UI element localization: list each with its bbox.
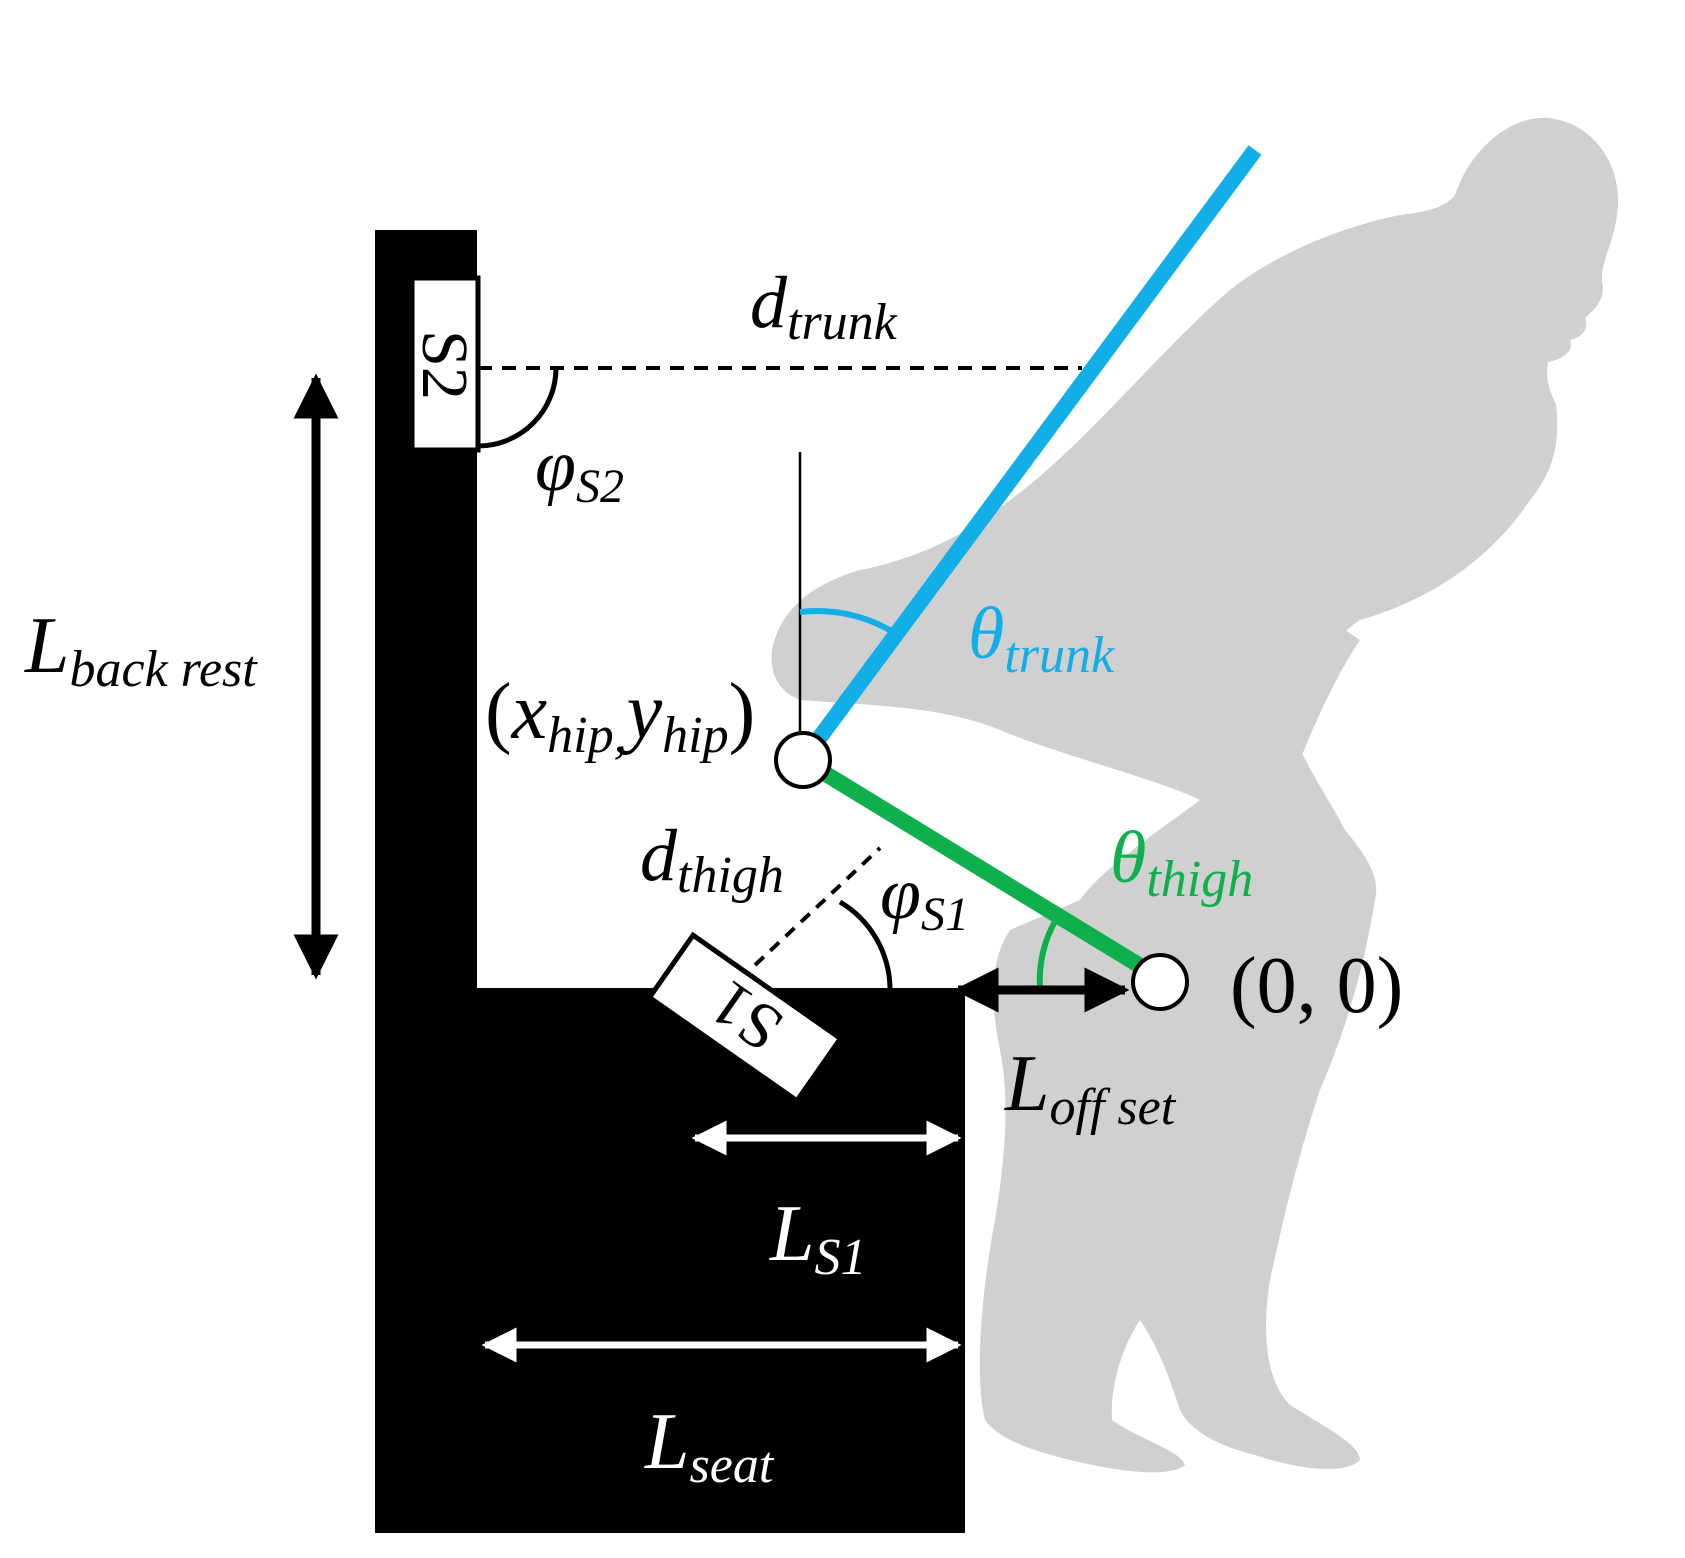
- label-phi-s2: φS2: [535, 425, 624, 513]
- chair-seat: [375, 988, 965, 1533]
- phi-s2-arc: [477, 367, 559, 449]
- label-d-thigh: dthigh: [640, 815, 784, 904]
- d-thigh-dashed-line: [753, 846, 882, 967]
- label-origin: (0, 0): [1230, 942, 1403, 1030]
- sensor-s2: S2: [408, 275, 481, 453]
- human-silhouette: [771, 117, 1619, 1473]
- theta-trunk-arc: [799, 608, 895, 635]
- label-phi-s1: φS1: [880, 853, 969, 941]
- label-theta-trunk: θtrunk: [968, 593, 1115, 684]
- label-l-seat: Lseat: [644, 1398, 775, 1494]
- thigh-segment: [798, 753, 1165, 985]
- chair: [375, 230, 965, 1533]
- label-d-trunk: dtrunk: [750, 262, 898, 351]
- sensor-s2-label: S2: [408, 330, 481, 400]
- trunk-segment: [796, 145, 1262, 765]
- phi-s1-arc: [838, 899, 893, 989]
- label-l-offset: Loff set: [1004, 1040, 1177, 1136]
- knee-joint: [1131, 953, 1189, 1011]
- hip-joint: [774, 731, 832, 789]
- label-theta-thigh: θthigh: [1110, 817, 1253, 908]
- label-l-s1: LS1: [769, 1190, 867, 1286]
- label-hip-coord: (xhip,yhip): [485, 668, 755, 764]
- label-l-back-rest: Lback rest: [24, 602, 258, 698]
